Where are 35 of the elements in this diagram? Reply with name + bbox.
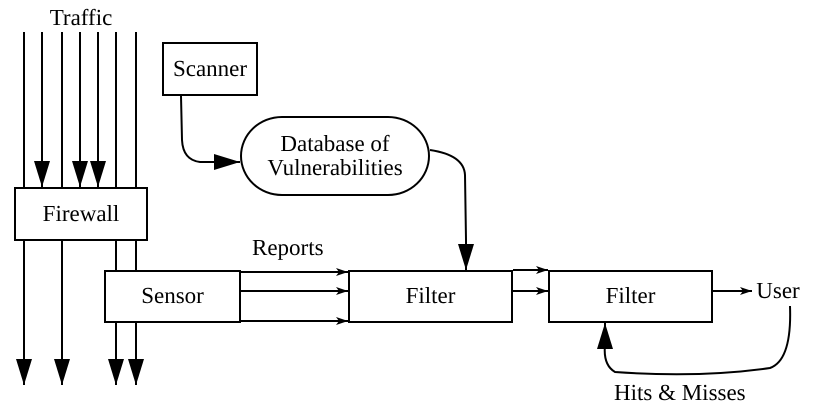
- arrow: [180, 96, 240, 170]
- arrow: [54, 241, 70, 385]
- arrow: [597, 306, 792, 376]
- node-label: User: [756, 278, 800, 304]
- process-box: [548, 270, 713, 323]
- process-box: [348, 270, 513, 323]
- arrow: [513, 266, 548, 274]
- node-label: Traffic: [50, 6, 112, 30]
- arrow: [713, 287, 752, 295]
- box-label: Firewall: [42, 202, 120, 226]
- arrow: [128, 323, 144, 385]
- connector-line: [135, 241, 137, 270]
- arrow: [241, 287, 348, 295]
- box-label: Sensor: [141, 284, 204, 309]
- connector-line: [115, 32, 117, 187]
- process-box: [14, 187, 148, 241]
- connector-line: [23, 32, 25, 187]
- connector-line: [135, 32, 137, 187]
- arrow: [430, 149, 474, 270]
- arrow: [34, 32, 50, 187]
- arrow: [90, 32, 106, 187]
- box-label: Database of Vulnerabilities: [266, 132, 404, 180]
- process-box: [104, 270, 241, 323]
- arrow: [72, 32, 88, 187]
- arrow: [108, 323, 124, 385]
- arrow: [241, 268, 348, 276]
- box-label: Filter: [606, 284, 656, 309]
- process-box: [162, 42, 258, 96]
- arrow: [513, 287, 548, 295]
- box-label: Scanner: [172, 56, 248, 82]
- box-label: Filter: [406, 284, 456, 309]
- connector-line: [115, 241, 117, 270]
- connector-line: [61, 32, 63, 187]
- arrow: [16, 241, 32, 385]
- arrow: [241, 317, 348, 325]
